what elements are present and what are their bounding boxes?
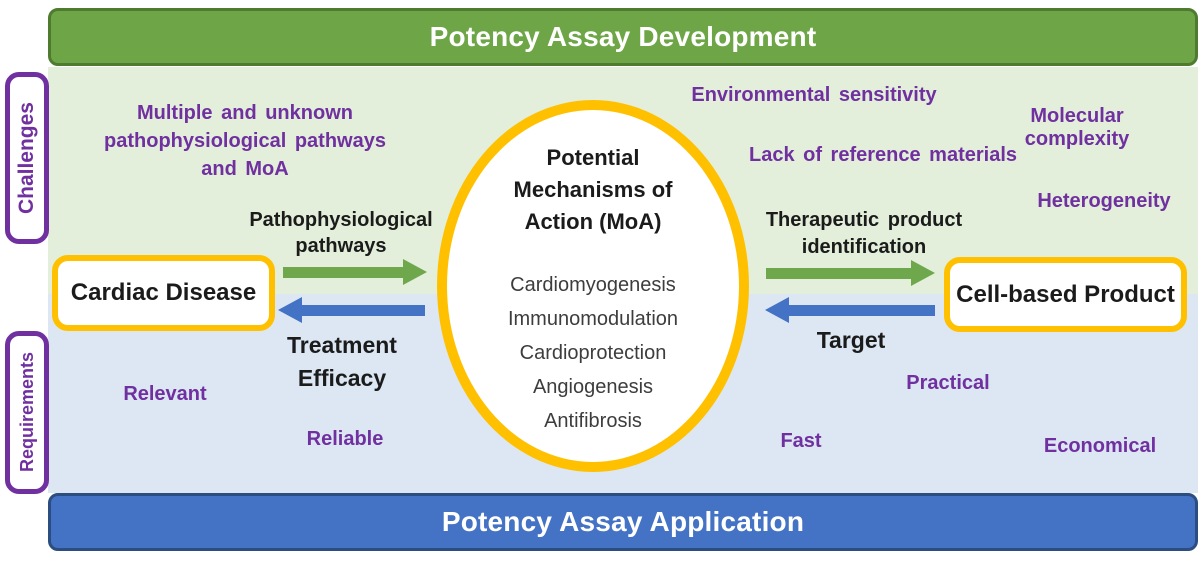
- cell-based-product-label: Cell-based Product: [956, 280, 1175, 308]
- arrow-shaft: [766, 267, 911, 279]
- green-arrow-right-icon: [766, 260, 935, 286]
- cardiac-disease-box: Cardiac Disease: [52, 255, 275, 331]
- arrow-shaft: [302, 304, 425, 316]
- requirement-fast: Fast: [780, 430, 822, 452]
- arrow-head: [403, 259, 427, 285]
- requirement-reliable: Reliable: [306, 428, 384, 450]
- moa-list: Cardiomyogenesis Immunomodulation Cardio…: [447, 268, 739, 438]
- development-banner-title: Potency Assay Development: [429, 21, 817, 52]
- moa-item-angiogenesis: Angiogenesis: [532, 376, 654, 398]
- therapeutic-product-identification-label: Therapeutic product identification: [765, 209, 963, 258]
- challenge-lack-of-reference-materials: Lack of reference materials: [748, 144, 1018, 166]
- moa-item-cardioprotection: Cardioprotection: [519, 342, 667, 364]
- application-banner-title: Potency Assay Application: [441, 506, 805, 537]
- green-arrow-left-icon: [283, 259, 427, 285]
- cardiac-disease-label: Cardiac Disease: [70, 279, 257, 306]
- pathophysiological-pathways-label: Pathophysiological pathways: [249, 209, 433, 257]
- challenge-molecular-complexity: Molecular complexity: [1024, 105, 1130, 150]
- blue-arrow-left-icon: [278, 297, 425, 323]
- moa-title: Potential Mechanisms of Action (MoA): [513, 145, 673, 234]
- requirement-practical: Practical: [906, 372, 990, 394]
- moa-ellipse: Potential Mechanisms of Action (MoA) Car…: [437, 100, 749, 472]
- cell-based-product-box: Cell-based Product: [944, 257, 1187, 332]
- development-banner: Potency Assay Development: [48, 8, 1198, 66]
- blue-arrow-right-icon: [765, 297, 935, 323]
- arrow-head: [278, 297, 302, 323]
- arrow-shaft: [789, 304, 935, 316]
- treatment-efficacy-label: Treatment Efficacy: [287, 332, 397, 391]
- moa-item-antifibrosis: Antifibrosis: [544, 410, 642, 432]
- arrow-shaft: [283, 266, 403, 278]
- requirement-economical: Economical: [1043, 435, 1157, 457]
- arrow-head: [911, 260, 935, 286]
- challenges-tab: Challenges: [5, 72, 49, 244]
- moa-item-cardiomyogenesis: Cardiomyogenesis: [510, 274, 676, 296]
- challenge-environmental-sensitivity: Environmental sensitivity: [691, 84, 937, 106]
- target-label: Target: [816, 327, 886, 353]
- requirement-relevant: Relevant: [123, 383, 207, 405]
- requirements-tab: Requirements: [5, 331, 49, 494]
- requirements-tab-label: Requirements: [16, 352, 37, 473]
- challenges-tab-label: Challenges: [15, 101, 38, 215]
- moa-item-immunomodulation: Immunomodulation: [507, 308, 679, 330]
- challenge-heterogeneity: Heterogeneity: [1037, 190, 1171, 212]
- challenge-multiple-unknown-pathways: Multiple and unknown pathophysiological …: [104, 102, 386, 180]
- arrow-head: [765, 297, 789, 323]
- application-banner: Potency Assay Application: [48, 493, 1198, 551]
